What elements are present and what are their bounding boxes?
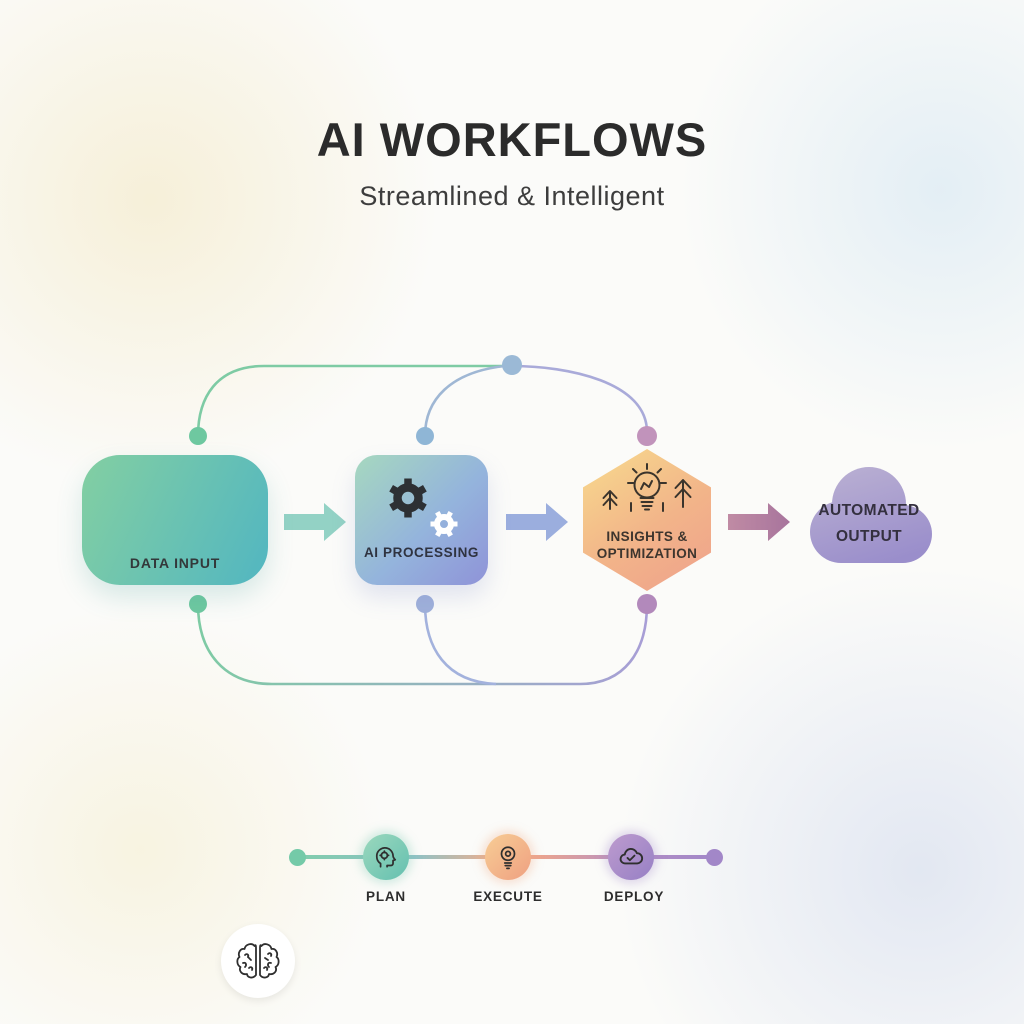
- head-gear-icon: [375, 847, 397, 868]
- node-automated-output: AUTOMATED OUTPUT: [803, 460, 935, 568]
- dot-top-data-input: [189, 427, 207, 445]
- connector-bottom: [196, 603, 649, 686]
- arrow-insights-to-output: [728, 503, 790, 541]
- dot-bottom-data-input: [189, 595, 207, 613]
- dot-top-insights: [637, 426, 657, 446]
- node-label-automated-output: AUTOMATED OUTPUT: [803, 498, 935, 550]
- brain-icon-badge: [221, 924, 295, 998]
- arrow-input-to-processing: [284, 503, 346, 541]
- connector-top-right: [511, 364, 649, 433]
- lightbulb-arrows-icon: [602, 463, 692, 512]
- dot-bottom-insights: [637, 594, 657, 614]
- node-label-insights-line1: INSIGHTS &: [606, 529, 688, 544]
- node-data-input: DATA INPUT: [82, 455, 295, 998]
- node-label-output-line1: AUTOMATED: [818, 502, 920, 519]
- connector-bottom-middle: [423, 603, 497, 686]
- timeline-label-execute: EXECUTE: [473, 889, 543, 904]
- gears-icon: [389, 478, 458, 537]
- page-subtitle: Streamlined & Intelligent: [359, 181, 665, 211]
- timeline-step-execute: [485, 834, 531, 880]
- timeline-start-dot: [289, 849, 306, 866]
- timeline-label-deploy: DEPLOY: [603, 889, 665, 904]
- node-ai-processing: AI PROCESSING: [355, 455, 488, 585]
- node-label-output-line2: OUTPUT: [835, 528, 903, 545]
- timeline-step-deploy: [608, 834, 654, 880]
- dot-top-center: [502, 355, 522, 375]
- lightbulb-icon: [500, 846, 516, 870]
- cloud-shape: [810, 467, 932, 563]
- node-label-insights: INSIGHTS & OPTIMIZATION: [583, 528, 711, 562]
- timeline-step-plan: [363, 834, 409, 880]
- page-title: AI WORKFLOWS: [316, 113, 708, 166]
- connector-top-left: [196, 364, 505, 437]
- node-label-insights-line2: OPTIMIZATION: [596, 546, 698, 561]
- header: AI WORKFLOWS Streamlined & Intelligent: [0, 112, 1024, 212]
- node-label-data-input: DATA INPUT: [129, 555, 221, 571]
- dot-bottom-ai-processing: [416, 595, 434, 613]
- connector-top-middle: [423, 364, 506, 437]
- timeline-end-dot: [706, 849, 723, 866]
- dot-top-ai-processing: [416, 427, 434, 445]
- node-label-ai-processing: AI PROCESSING: [363, 545, 480, 560]
- arrow-processing-to-insights: [506, 503, 568, 541]
- cloud-check-icon: [619, 848, 644, 865]
- brain-icon: [236, 943, 280, 979]
- timeline-label-plan: PLAN: [366, 889, 406, 904]
